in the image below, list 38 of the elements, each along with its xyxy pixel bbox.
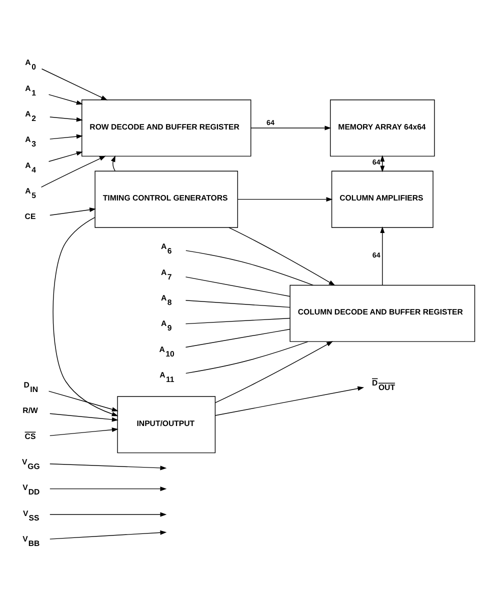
arrow <box>50 463 167 470</box>
connector <box>185 328 290 348</box>
arrow <box>380 226 385 286</box>
node-text: CS <box>24 432 36 441</box>
connector <box>185 318 290 324</box>
arrow <box>41 68 108 100</box>
arrow <box>50 134 83 140</box>
arrow <box>50 486 167 492</box>
arrow <box>50 413 118 422</box>
node-box: TIMING CONTROL GENERATORS <box>94 170 238 228</box>
node-box: MEMORY ARRAY 64x64 <box>330 100 435 157</box>
arrow <box>50 512 167 517</box>
arrow <box>50 116 83 122</box>
arrow <box>52 217 118 416</box>
node-box: COLUMN AMPLIFIERS <box>331 170 434 228</box>
connector <box>185 276 290 297</box>
arrow <box>250 126 332 130</box>
arrow <box>40 156 106 188</box>
node-box: ROW DECODE AND BUFFER REGISTER <box>82 100 252 157</box>
arrow <box>228 227 336 286</box>
connector <box>186 341 308 374</box>
arrow <box>215 341 334 404</box>
node-text: CE <box>24 212 36 222</box>
arrow <box>50 428 118 436</box>
arrow <box>380 155 385 172</box>
node-box: COLUMN DECODE AND BUFFER REGISTER <box>290 284 476 342</box>
node-box: INPUT/OUTPUT <box>117 396 216 454</box>
arrow <box>110 156 116 172</box>
arrow <box>238 197 333 202</box>
arrow <box>48 94 83 105</box>
arrow <box>48 151 83 162</box>
arrow <box>214 386 364 416</box>
arrow <box>48 390 118 412</box>
arrow <box>50 208 96 216</box>
node-text: R/W <box>22 406 38 416</box>
arrow <box>50 530 167 540</box>
connector <box>185 300 290 308</box>
connector <box>186 250 314 286</box>
